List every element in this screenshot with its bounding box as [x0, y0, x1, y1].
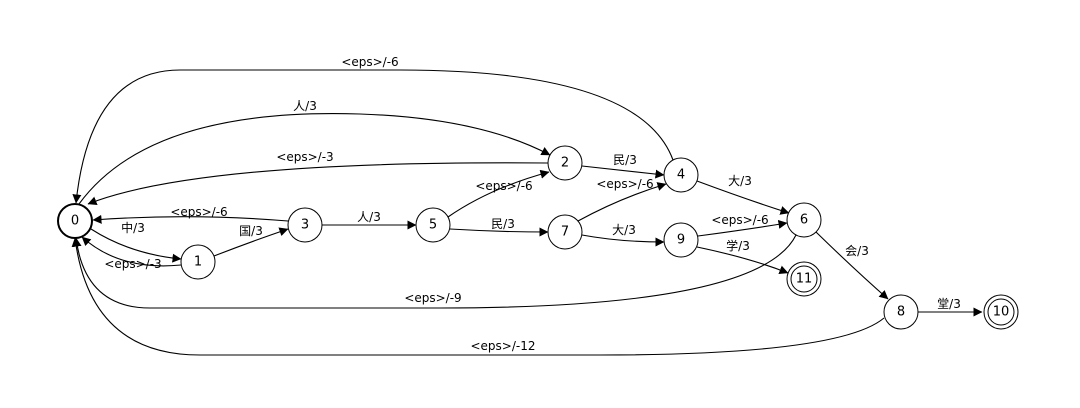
state-circle: [415, 207, 451, 243]
state-label: 11: [796, 272, 813, 287]
state-3: 3: [287, 207, 323, 243]
transition-0-to-1: [90, 228, 182, 263]
transition-1-to-3: [213, 227, 289, 257]
transition-label-1-to-3: 国/3: [239, 224, 263, 238]
transition-label-2-to-0: <eps>/-3: [276, 150, 333, 164]
transition-9-to-11: [696, 246, 789, 275]
transition-7-to-9: [581, 234, 665, 247]
transition-2-to-0: [87, 162, 549, 206]
transition-label-9-to-11: 学/3: [726, 238, 750, 253]
state-label: 1: [194, 255, 202, 270]
state-circle: [786, 202, 822, 238]
transition-label-5-to-2: <eps>/-6: [475, 179, 532, 193]
transition-7-to-4: [577, 182, 667, 222]
state-circle: [547, 214, 583, 250]
state-9: 9: [663, 222, 699, 258]
transition-8-to-0: [71, 237, 885, 356]
transition-label-5-to-7: 民/3: [491, 217, 515, 231]
state-circle: [663, 157, 699, 193]
transition-4-to-6: [696, 180, 790, 215]
transition-label-8-to-0: <eps>/-12: [470, 339, 535, 353]
state-10: 10: [983, 294, 1019, 330]
transition-label-2-to-4: 民/3: [613, 153, 637, 167]
state-5: 5: [415, 207, 451, 243]
transition-4-to-0: [72, 69, 674, 204]
state-label: 9: [677, 233, 685, 248]
transition-6-to-0: [72, 234, 797, 309]
state-8: 8: [883, 294, 919, 330]
transition-label-6-to-0: <eps>/-9: [404, 291, 461, 305]
state-circle: [663, 222, 699, 258]
transition-label-7-to-9: 大/3: [612, 223, 636, 237]
transition-label-0-to-1: 中/3: [121, 220, 145, 235]
state-1: 1: [180, 244, 216, 280]
state-label: 4: [677, 168, 685, 183]
state-circle: [883, 294, 919, 330]
state-label: 2: [561, 156, 569, 171]
state-label: 6: [800, 213, 808, 228]
transition-label-9-to-6: <eps>/-6: [711, 213, 768, 227]
state-circle: [287, 207, 323, 243]
state-0: 0: [57, 203, 93, 239]
state-11: 11: [786, 261, 822, 297]
state-label: 3: [301, 218, 309, 233]
transition-label-3-to-5: 人/3: [357, 210, 381, 224]
transition-label-8-to-10: 堂/3: [937, 297, 961, 311]
final-state-ring: [790, 265, 818, 293]
final-state-ring: [987, 298, 1015, 326]
state-circle: [57, 203, 93, 239]
transition-9-to-6: [697, 219, 788, 237]
state-7: 7: [547, 214, 583, 250]
transition-3-to-0: [92, 214, 289, 224]
transition-label-3-to-0: <eps>/-6: [170, 205, 227, 219]
transition-label-6-to-8: 会/3: [845, 244, 869, 258]
state-label: 8: [897, 305, 905, 320]
state-4: 4: [663, 157, 699, 193]
state-6: 6: [786, 202, 822, 238]
state-circle: [547, 145, 583, 181]
transition-label-0-to-2: 人/3: [293, 99, 317, 113]
state-label: 5: [429, 218, 437, 233]
state-label: 0: [71, 214, 79, 229]
state-2: 2: [547, 145, 583, 181]
transition-6-to-8: [815, 231, 889, 300]
states: 0 1 2 3 4 5 6 7 8 9 10 11: [57, 145, 1019, 330]
transition-5-to-7: [449, 227, 549, 237]
transition-label-1-to-0: <eps>/-3: [104, 257, 161, 271]
transition-labels: 中/3 <eps>/-3 国/3 <eps>/-6 人/3 <eps>/-6 民/3 人/3 <…: [104, 55, 961, 353]
transition-label-7-to-4: <eps>/-6: [596, 177, 653, 191]
transition-label-4-to-6: 大/3: [728, 174, 752, 188]
transition-1-to-0: [81, 236, 182, 267]
transitions: [71, 69, 983, 356]
state-label: 10: [993, 305, 1010, 320]
state-label: 7: [561, 225, 569, 240]
transition-5-to-2: [447, 169, 550, 218]
transition-0-to-2: [78, 112, 551, 205]
state-circle: [180, 244, 216, 280]
transition-label-4-to-0: <eps>/-6: [341, 55, 398, 69]
transition-2-to-4: [581, 165, 665, 179]
